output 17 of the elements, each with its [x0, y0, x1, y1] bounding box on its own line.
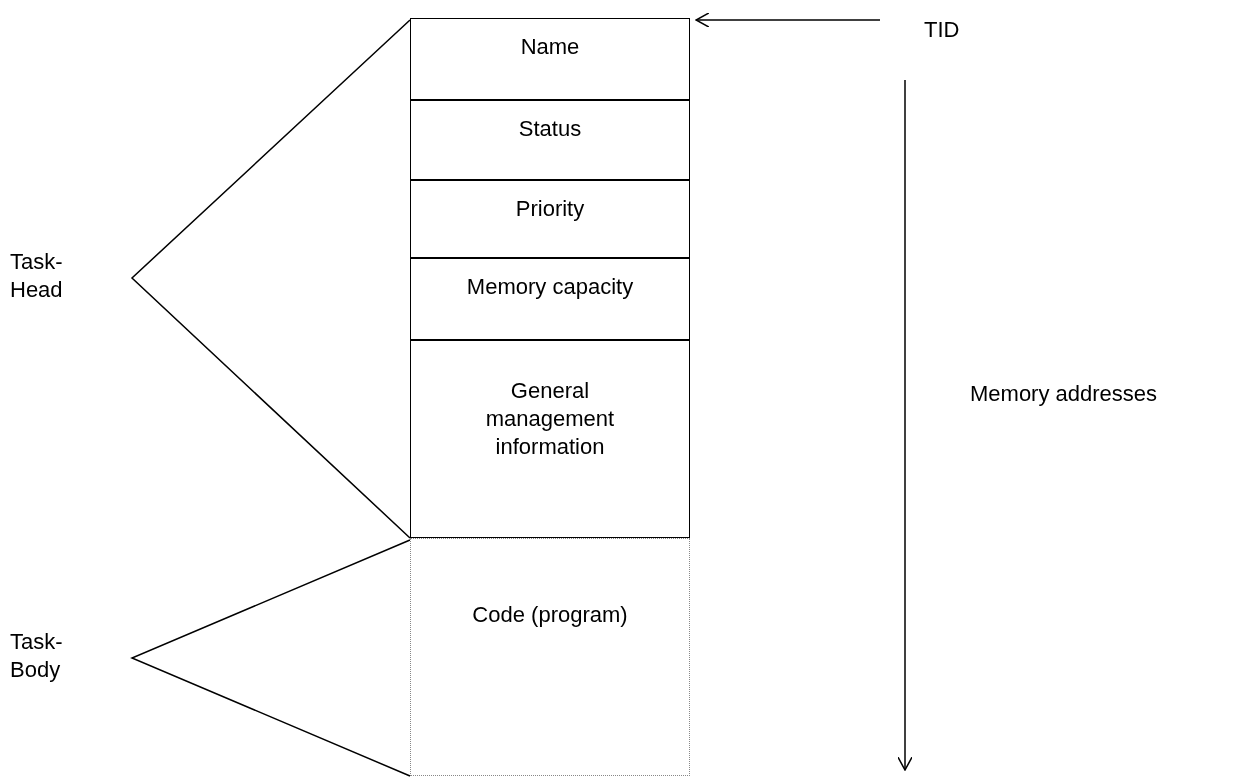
memory-block [410, 180, 690, 258]
memory-block [410, 258, 690, 340]
block-label: Priority [515, 195, 585, 223]
memory-block [410, 340, 690, 538]
axis-label: Memory addresses [970, 380, 1159, 408]
block-label: Name [520, 33, 580, 61]
memory-block [410, 18, 690, 100]
block-label: Memory capacity [466, 273, 634, 301]
pointer-label: TID [924, 16, 960, 44]
block-label: Code (program) [472, 601, 628, 629]
memory-block [410, 538, 690, 776]
memory-block [410, 100, 690, 180]
bracket-label: Task-Head [10, 248, 64, 304]
arrow [695, 12, 881, 28]
block-label: Status [518, 115, 582, 143]
block-label: General management information [484, 377, 616, 461]
bracket-label: Task-Body [10, 628, 64, 684]
